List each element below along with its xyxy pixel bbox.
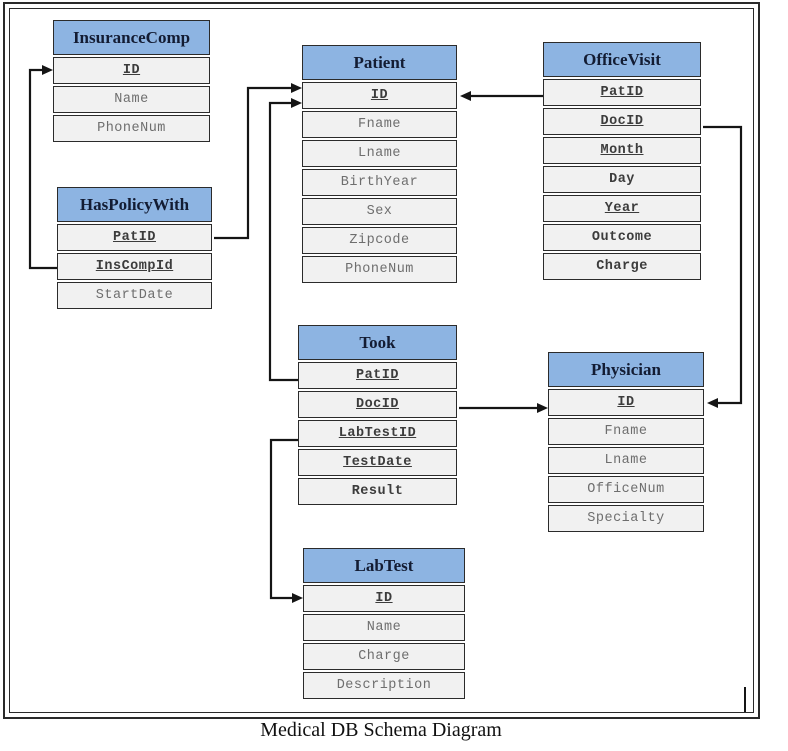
field-row: Sex — [302, 198, 457, 225]
table-title: InsuranceComp — [53, 20, 210, 55]
key-field-row: ID — [303, 585, 465, 612]
table-title: Patient — [302, 45, 457, 80]
field-row: Fname — [548, 418, 704, 445]
field-row: Name — [53, 86, 210, 113]
field-row: Name — [303, 614, 465, 641]
key-field-row: LabTestID — [298, 420, 457, 447]
field-row: BirthYear — [302, 169, 457, 196]
key-field-row: PatID — [298, 362, 457, 389]
field-row: Fname — [302, 111, 457, 138]
table-title: Physician — [548, 352, 704, 387]
field-row: Lname — [548, 447, 704, 474]
field-row: Specialty — [548, 505, 704, 532]
field-row: Result — [298, 478, 457, 505]
table-title: LabTest — [303, 548, 465, 583]
field-row: Day — [543, 166, 701, 193]
key-field-row: ID — [548, 389, 704, 416]
table-title: OfficeVisit — [543, 42, 701, 77]
field-row: OfficeNum — [548, 476, 704, 503]
key-field-row: DocID — [543, 108, 701, 135]
key-field-row: PatID — [543, 79, 701, 106]
key-field-row: PatID — [57, 224, 212, 251]
key-field-row: ID — [302, 82, 457, 109]
key-field-row: DocID — [298, 391, 457, 418]
field-row: PhoneNum — [302, 256, 457, 283]
key-field-row: Month — [543, 137, 701, 164]
field-row: Lname — [302, 140, 457, 167]
key-field-row: TestDate — [298, 449, 457, 476]
key-field-row: InsCompId — [57, 253, 212, 280]
field-row: Charge — [303, 643, 465, 670]
field-row: Zipcode — [302, 227, 457, 254]
key-field-row: ID — [53, 57, 210, 84]
key-field-row: Year — [543, 195, 701, 222]
table-title: Took — [298, 325, 457, 360]
field-row: Charge — [543, 253, 701, 280]
diagram-frame-outer — [3, 2, 760, 719]
diagram-caption: Medical DB Schema Diagram — [260, 719, 502, 741]
table-title: HasPolicyWith — [57, 187, 212, 222]
field-row: PhoneNum — [53, 115, 210, 142]
text-cursor — [744, 687, 746, 712]
field-row: Outcome — [543, 224, 701, 251]
diagram-frame-inner — [9, 8, 754, 713]
field-row: Description — [303, 672, 465, 699]
field-row: StartDate — [57, 282, 212, 309]
